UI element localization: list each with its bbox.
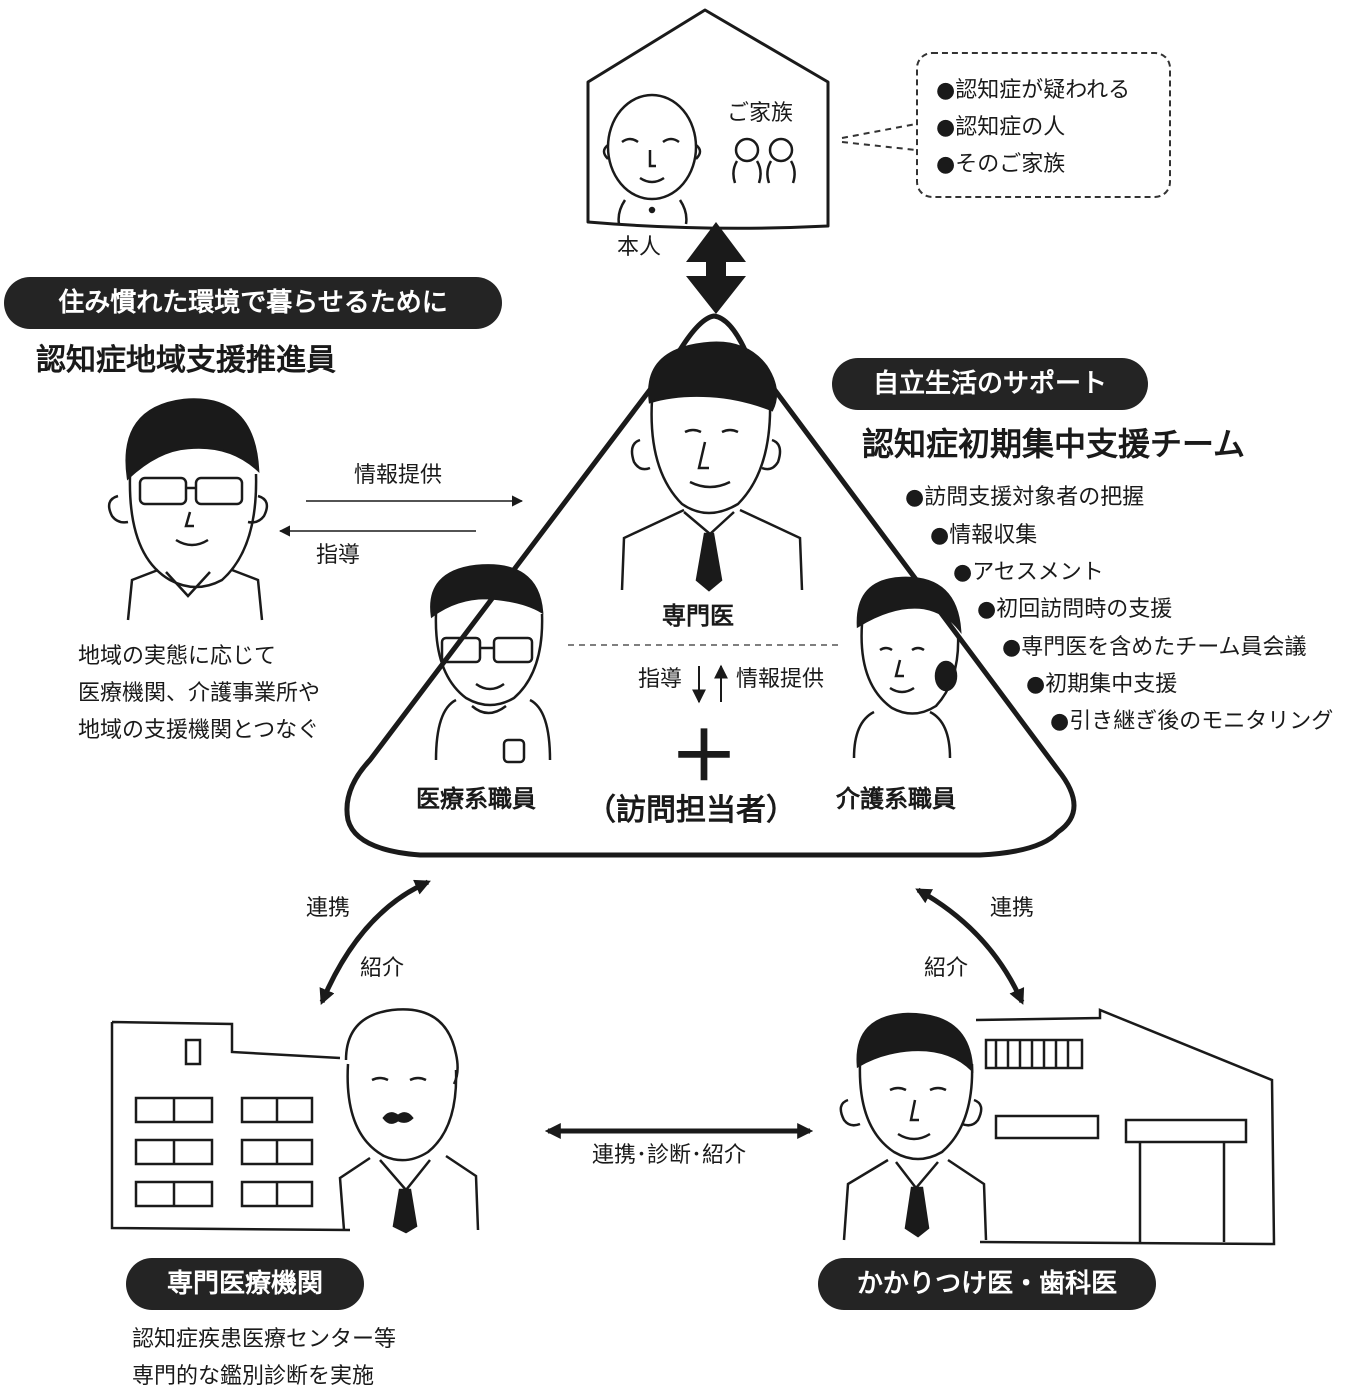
activity-item: ●初期集中支援 [1026,672,1178,697]
bottom-link-label: 連携･診断･紹介 [592,1143,747,1168]
visitor-label: （訪問担当者） [586,793,796,828]
guidance-label: 指導 [316,543,361,568]
right-title: 認知症初期集中支援チーム [862,425,1246,463]
right-banner: 自立生活のサポート [832,358,1148,410]
specialist-institution-banner: 専門医療機関 [126,1258,364,1310]
medical-staff-icon [430,564,552,764]
medical-staff-label: 医療系職員 [416,785,536,813]
activity-item: ●専門医を含めたチーム員会議 [1002,635,1307,660]
bubble-item: ●認知症の人 [936,115,1066,140]
left-description: 地域の実態に応じて 医療機関、介護事業所や 地域の支援機関とつなぐ [78,638,320,749]
person-label: 本人 [617,235,662,260]
double-arrow-house-team [686,222,746,314]
left-link-arrow [319,879,431,1005]
description-line: 認知症疾患医療センター等 [132,1327,397,1352]
activity-item: ●訪問支援対象者の把握 [905,485,1145,510]
left-title: 認知症地域支援推進員 [36,343,336,378]
description-line: 専門的な鑑別診断を実施 [132,1364,375,1389]
hospital-building-icon [110,1020,351,1232]
bubble-connector [841,123,917,151]
family-doctor-icon [839,1012,988,1241]
house-icon [586,8,830,230]
clinic-building-icon [975,1008,1276,1246]
left-referral-label: 紹介 [360,956,405,981]
senior-doctor-icon [338,1008,480,1234]
family-figures-icon [732,137,796,184]
left-banner: 住み慣れた環境で暮らせるために [4,277,502,329]
activity-item: ●初回訪問時の支援 [977,597,1173,622]
family-label: ご家族 [727,101,794,126]
plus-sign: ＋ [670,718,739,797]
team-guidance-label: 指導 [638,667,683,692]
activity-item: ●引き継ぎ後のモニタリング [1050,709,1334,734]
bubble-item: ●そのご家族 [936,152,1066,177]
family-doctor-banner: かかりつけ医・歯科医 [818,1258,1156,1310]
support-coordinator-icon [107,398,269,621]
right-link-arrow [915,887,1025,1005]
bubble-item: ●認知症が疑われる [936,78,1131,103]
specialist-label: 専門医 [662,602,734,630]
team-triangle-outline [344,313,1077,858]
specialist-doctor-icon [620,341,804,592]
activity-item: ●アセスメント [953,560,1104,585]
care-staff-label: 介護系職員 [836,785,956,813]
right-referral-label: 紹介 [924,956,969,981]
target-bubble: ●認知症が疑われる ●認知症の人 ●そのご家族 [916,52,1171,198]
care-staff-icon [852,576,962,759]
left-cooperation-label: 連携 [306,896,351,921]
team-info-label: 情報提供 [736,667,825,692]
description-line: 医療機関、介護事業所や [78,681,321,706]
activity-item: ●情報収集 [930,523,1038,548]
elderly-person-icon [602,93,702,225]
right-cooperation-label: 連携 [990,896,1035,921]
description-line: 地域の支援機関とつなぐ [78,718,320,743]
info-provision-label: 情報提供 [354,463,443,488]
description-line: 地域の実態に応じて [78,644,277,669]
